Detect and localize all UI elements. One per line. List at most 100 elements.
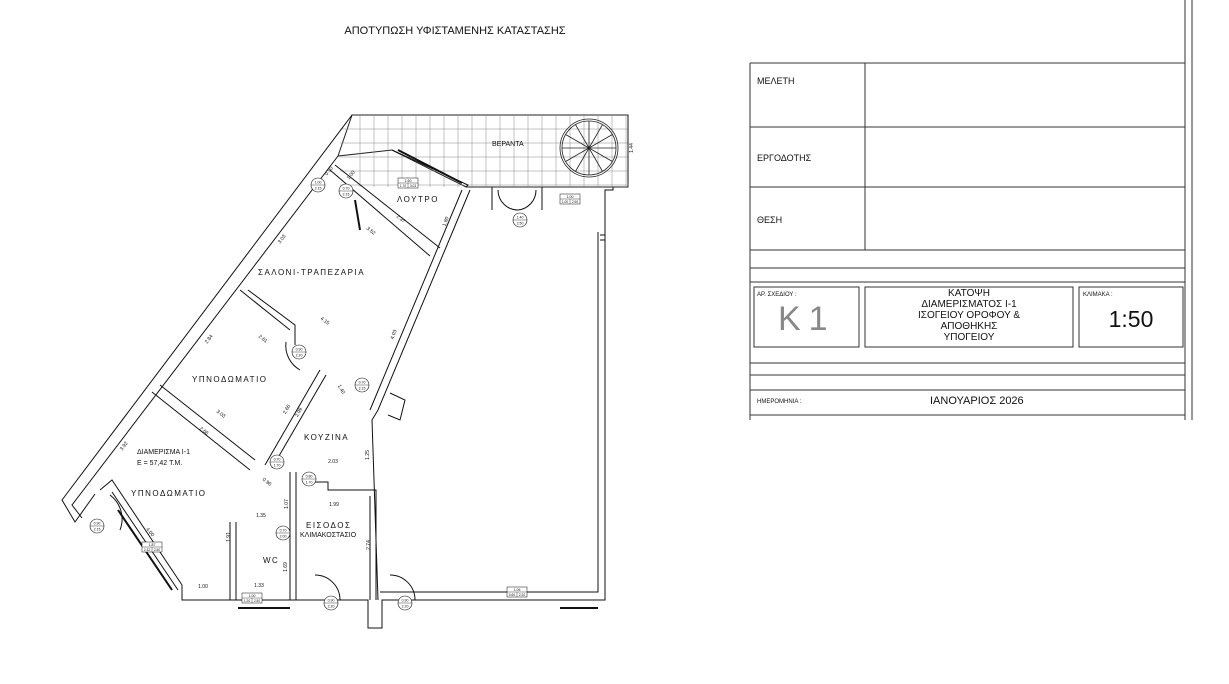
dimension-label: 2.66 bbox=[198, 426, 210, 437]
drawing-number-label: ΑΡ. ΣΧΕΔΙΟΥ : bbox=[757, 292, 797, 298]
drawing-title-line: ΚΑΤΟΨΗ bbox=[948, 288, 990, 299]
svg-text:2.50: 2.50 bbox=[517, 222, 524, 226]
dimension-label: 2.03 bbox=[328, 459, 338, 465]
door-tag: 0.90 2.20 bbox=[397, 595, 413, 611]
door-tag: 1.40 2.50 bbox=[512, 212, 528, 228]
svg-text:0.90: 0.90 bbox=[402, 599, 409, 603]
svg-text:1.00: 1.00 bbox=[567, 195, 574, 199]
svg-text:1.70: 1.70 bbox=[306, 481, 313, 485]
window-tag: 1.872.32 2.50 bbox=[141, 541, 163, 553]
door-tag: 0.70 2.15 bbox=[354, 377, 370, 393]
svg-text:2.20: 2.20 bbox=[328, 605, 335, 609]
study-label: ΜΕΛΕΤΗ bbox=[757, 76, 795, 86]
svg-text:2.15: 2.15 bbox=[343, 193, 350, 197]
scale-label: ΚΛΙΜΑΚΑ : bbox=[1083, 292, 1113, 298]
door-tag: 0.70 2.15 bbox=[338, 183, 354, 199]
room-label-veranda: ΒΕΡΑΝΤΑ bbox=[492, 141, 524, 148]
dimension-label: 4.15 bbox=[319, 316, 331, 327]
svg-text:1.00: 1.00 bbox=[249, 594, 256, 598]
svg-text:0.60: 0.60 bbox=[509, 593, 515, 597]
svg-text:1.70: 1.70 bbox=[400, 184, 406, 188]
dimension-label: 2.37 bbox=[395, 214, 407, 225]
room-label-bedroom1: ΥΠΝΟΔΩΜΑΤΙΟ bbox=[192, 375, 268, 384]
svg-text:2.50: 2.50 bbox=[254, 599, 260, 603]
svg-text:2.15: 2.15 bbox=[359, 387, 366, 391]
dimension-label: 1.35 bbox=[256, 513, 266, 519]
room-label-staircase: ΚΛΙΜΑΚΟΣΤΑΣΙΟ bbox=[300, 532, 357, 539]
apartment-area: E = 57,42 Τ.Μ. bbox=[137, 460, 182, 467]
dimension-label: 1.99 bbox=[329, 502, 339, 508]
svg-text:0.70: 0.70 bbox=[343, 187, 350, 191]
door-tag: 0.801.70 bbox=[301, 471, 317, 487]
dimension-label: 2.74 bbox=[366, 540, 372, 550]
door-tag: 0.90 2.20 bbox=[291, 344, 307, 360]
dimension-label: 4.00 bbox=[144, 527, 155, 538]
room-label-bedroom2: ΥΠΝΟΔΩΜΑΤΙΟ bbox=[131, 489, 207, 498]
location-label: ΘΕΣΗ bbox=[757, 215, 783, 225]
dimension-label: 2.61 bbox=[257, 334, 269, 345]
dimension-label: 1.33 bbox=[254, 583, 264, 589]
svg-text:0.70: 0.70 bbox=[280, 529, 287, 533]
svg-text:2.15: 2.15 bbox=[315, 187, 322, 191]
svg-text:2.90: 2.90 bbox=[572, 200, 578, 204]
svg-text:0.90: 0.90 bbox=[94, 522, 101, 526]
spiral-staircase bbox=[559, 118, 619, 178]
dimension-label: 1.80 bbox=[442, 216, 451, 227]
door-tag: 1.00 2.15 bbox=[310, 177, 326, 193]
dimension-label: 1.40 bbox=[336, 384, 346, 396]
svg-text:1.06: 1.06 bbox=[514, 588, 521, 592]
door-tag: 0.90 2.20 bbox=[323, 595, 339, 611]
svg-text:2.50: 2.50 bbox=[154, 548, 160, 552]
client-label: ΕΡΓΟΔΟΤΗΣ bbox=[757, 153, 812, 163]
svg-text:2.20: 2.20 bbox=[519, 593, 525, 597]
dimension-label: 1.44 bbox=[629, 143, 635, 153]
apartment-label: ΔΙΑΜΕΡΙΣΜΑ Ι-1 bbox=[137, 449, 190, 456]
room-label-bathroom: ΛΟΥΤΡΟ bbox=[397, 195, 439, 204]
dimension-label: 1.91 bbox=[226, 532, 232, 542]
svg-text:3.03: 3.03 bbox=[410, 184, 416, 188]
date-value: ΙΑΝΟΥΑΡΙΟΣ 2026 bbox=[930, 395, 1024, 407]
drawing-number: Κ1 bbox=[778, 300, 836, 338]
svg-text:0.90: 0.90 bbox=[296, 348, 303, 352]
svg-text:1.00: 1.00 bbox=[315, 181, 322, 185]
window-tag: 1.060.60 2.20 bbox=[506, 586, 528, 598]
window-tag: 1.601.70 3.03 bbox=[397, 177, 419, 189]
dimension-label: 1.69 bbox=[283, 562, 289, 572]
windows bbox=[117, 149, 598, 609]
drawing-title-line: ΙΣΟΓΕΙΟΥ ΟΡΟΦΟΥ & bbox=[917, 310, 1021, 321]
scale-value: 1:50 bbox=[1108, 306, 1154, 332]
dimension-label: 3.03 bbox=[277, 234, 288, 246]
room-label-wc: WC bbox=[263, 556, 279, 565]
svg-text:0.70: 0.70 bbox=[274, 458, 281, 462]
dimension-label: 3.52 bbox=[365, 226, 377, 237]
svg-text:0.90: 0.90 bbox=[328, 599, 335, 603]
svg-text:1.40: 1.40 bbox=[517, 216, 524, 220]
room-label-kitchen: ΚΟΥΖΙΝΑ bbox=[304, 433, 349, 442]
drawing-title-line: ΔΙΑΜΕΡΙΣΜΑΤΟΣ Ι-1 bbox=[921, 299, 1017, 310]
dimension-label: 3.03 bbox=[215, 409, 227, 420]
dimension-label: 3.92 bbox=[119, 441, 130, 453]
svg-text:2.15: 2.15 bbox=[94, 528, 101, 532]
room-label-entrance: ΕΙΣΟΔΟΣ bbox=[306, 521, 351, 530]
walls bbox=[61, 114, 614, 629]
svg-text:2.20: 2.20 bbox=[296, 354, 303, 358]
dimension-label: 0.90 bbox=[324, 166, 335, 177]
svg-text:1.60: 1.60 bbox=[405, 179, 412, 183]
dimension-label: 2.84 bbox=[204, 334, 215, 346]
svg-text:1.87: 1.87 bbox=[149, 543, 156, 547]
door-tag: 0.70 2.00 bbox=[275, 525, 291, 541]
room-label-living: ΣΑΛΟΝΙ-ΤΡΑΠΕΖΑΡΙΑ bbox=[258, 268, 365, 277]
dimension-label: 2.66 bbox=[282, 404, 292, 416]
svg-text:2.00: 2.00 bbox=[280, 535, 287, 539]
svg-text:1.20: 1.20 bbox=[244, 599, 250, 603]
drawing-title-line: ΑΠΟΘΗΚΗΣ bbox=[940, 321, 998, 332]
date-label: ΗΜΕΡΟΜΗΝΙΑ : bbox=[757, 399, 802, 405]
svg-text:0.70: 0.70 bbox=[359, 381, 366, 385]
dimension-label: 1.00 bbox=[346, 170, 357, 181]
drawing-title: ΚΑΤΟΨΗ ΔΙΑΜΕΡΙΣΜΑΤΟΣ Ι-1 ΙΣΟΓΕΙΟΥ ΟΡΟΦΟΥ… bbox=[865, 288, 1073, 343]
dimension-label: 2.99 bbox=[294, 407, 304, 419]
svg-text:2.32: 2.32 bbox=[144, 548, 150, 552]
svg-text:2.20: 2.20 bbox=[402, 605, 409, 609]
